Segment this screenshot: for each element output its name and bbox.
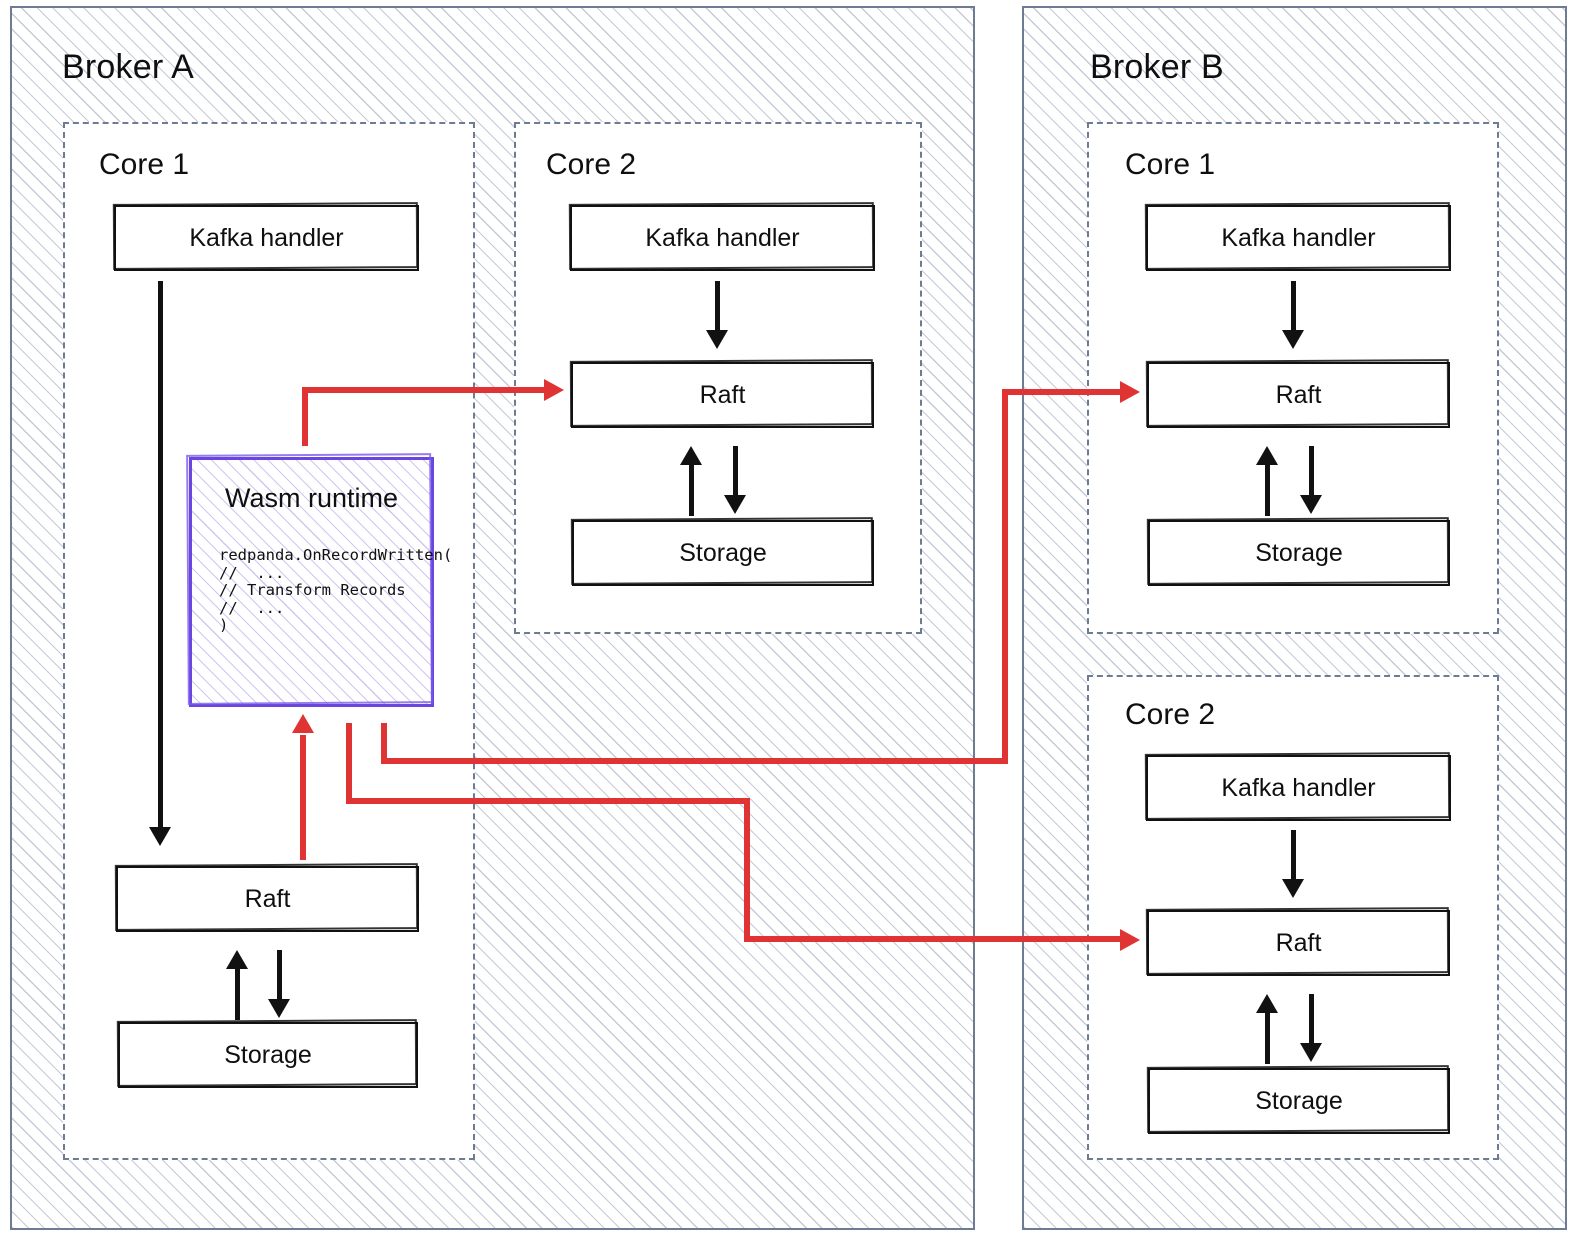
box-outline (1148, 520, 1450, 586)
arrow-wasm-to-b1raft-head (1120, 381, 1140, 403)
component-label: Raft (699, 380, 746, 409)
component-label: Storage (1255, 1086, 1343, 1115)
broker-a-title: Broker A (62, 48, 194, 86)
arrow-a1-raft-to-wasm-line (300, 735, 306, 860)
wasm-outline (189, 457, 434, 707)
arrow-wasm-to-b2raft-head (1120, 929, 1140, 951)
wasm-runtime-code: redpanda.OnRecordWritten( // ... // Tran… (219, 546, 453, 634)
arrow-b1-raft-to-storage-line (1309, 446, 1314, 498)
arrow-a1-storage-to-raft-line (235, 968, 240, 1020)
broker-b-core-1-storage[interactable]: Storage (1146, 517, 1450, 586)
arrow-a2-storage-to-raft-head (680, 446, 702, 465)
arrow-wasm-to-a2raft-vert (302, 390, 308, 446)
box-outline (572, 520, 874, 586)
broker-a-core-1-raft[interactable]: Raft (114, 863, 419, 932)
broker-a-core-2-raft[interactable]: Raft (569, 359, 874, 428)
box-outline (1147, 362, 1450, 428)
component-label: Raft (1275, 380, 1322, 409)
box-outline (1147, 910, 1450, 976)
arrow-b2-storage-to-raft-head (1256, 994, 1278, 1013)
arrow-wasm-to-b1raft-drop (381, 723, 387, 763)
component-label: Storage (224, 1040, 312, 1069)
component-label: Kafka handler (1221, 773, 1376, 802)
arrow-b2-kafka-to-raft-head (1282, 879, 1304, 898)
arrow-b2-raft-to-storage-head (1300, 1043, 1322, 1062)
broker-a-core-2-storage[interactable]: Storage (570, 517, 874, 586)
broker-b-core-2-raft[interactable]: Raft (1145, 907, 1450, 976)
broker-b-core-1-title: Core 1 (1125, 148, 1216, 181)
arrow-wasm-to-b1raft-rise (1002, 389, 1008, 761)
component-label: Raft (244, 884, 291, 913)
arrow-wasm-to-b2raft-horiz-mid (346, 798, 750, 804)
component-label: Raft (1275, 928, 1322, 957)
component-label: Kafka handler (189, 223, 344, 252)
component-label: Kafka handler (645, 223, 800, 252)
broker-b-core-2-title: Core 2 (1125, 698, 1216, 731)
arrow-wasm-to-b1raft-horiz-top (1002, 389, 1124, 395)
wasm-runtime-box[interactable]: Wasm runtime redpanda.OnRecordWritten( /… (186, 453, 452, 707)
box-outline (118, 1022, 418, 1088)
arrow-b2-raft-to-storage-line (1309, 994, 1314, 1046)
arrow-b1-storage-to-raft-line (1265, 464, 1270, 516)
arrow-a2-storage-to-raft-line (689, 464, 694, 516)
box-outline (1146, 205, 1451, 271)
broker-a-core-1-storage[interactable]: Storage (116, 1019, 418, 1088)
arrow-a1-kafka-to-raft-line (158, 281, 163, 831)
box-outline (114, 205, 419, 271)
arrow-b1-storage-to-raft-head (1256, 446, 1278, 465)
arrow-b1-kafka-to-raft-head (1282, 330, 1304, 349)
arrow-wasm-to-a2raft-horiz (302, 387, 546, 393)
box-outline (1148, 1068, 1450, 1134)
broker-a-core-2-title: Core 2 (546, 148, 637, 181)
arrow-b1-kafka-to-raft-line (1291, 281, 1296, 333)
arrow-a2-raft-to-storage-line (733, 446, 738, 498)
broker-b-title: Broker B (1090, 48, 1224, 86)
broker-b-core-2-kafka-handler[interactable]: Kafka handler (1144, 752, 1451, 821)
box-outline (570, 205, 875, 271)
wasm-runtime-title: Wasm runtime (224, 483, 399, 513)
arrow-wasm-to-b2raft-horiz-low (744, 936, 1124, 942)
broker-b-core-1-kafka-handler[interactable]: Kafka handler (1144, 202, 1451, 271)
component-label: Storage (1255, 538, 1343, 567)
arrow-a1-kafka-to-raft-head (149, 827, 171, 846)
broker-a-core-2-kafka-handler[interactable]: Kafka handler (568, 202, 875, 271)
arrow-a1-storage-to-raft-head (226, 950, 248, 969)
arrow-a2-kafka-to-raft-head (706, 330, 728, 349)
arrow-b2-kafka-to-raft-line (1291, 830, 1296, 882)
broker-a-core-1-kafka-handler[interactable]: Kafka handler (112, 202, 419, 271)
broker-b-core-1-raft[interactable]: Raft (1145, 359, 1450, 428)
arrow-a1-raft-to-storage-line (277, 950, 282, 1002)
broker-b-core-2-storage[interactable]: Storage (1146, 1065, 1450, 1134)
component-label: Kafka handler (1221, 223, 1376, 252)
arrow-b1-raft-to-storage-head (1300, 495, 1322, 514)
arrow-wasm-to-b2raft-drop (346, 723, 352, 803)
broker-a-core-1-title: Core 1 (99, 148, 190, 181)
arrow-a1-raft-to-wasm-head (292, 714, 314, 733)
box-outline (116, 866, 419, 932)
box-outline (571, 362, 874, 428)
box-outline (1146, 755, 1451, 821)
arrow-wasm-to-b1raft-horiz-low (381, 758, 1008, 764)
arrow-a2-raft-to-storage-head (724, 495, 746, 514)
arrow-b2-storage-to-raft-line (1265, 1012, 1270, 1064)
arrow-wasm-to-b2raft-drop2 (744, 798, 750, 942)
arrow-wasm-to-a2raft-head (544, 379, 564, 401)
arrow-a2-kafka-to-raft-line (715, 281, 720, 333)
component-label: Storage (679, 538, 767, 567)
arrow-a1-raft-to-storage-head (268, 999, 290, 1018)
